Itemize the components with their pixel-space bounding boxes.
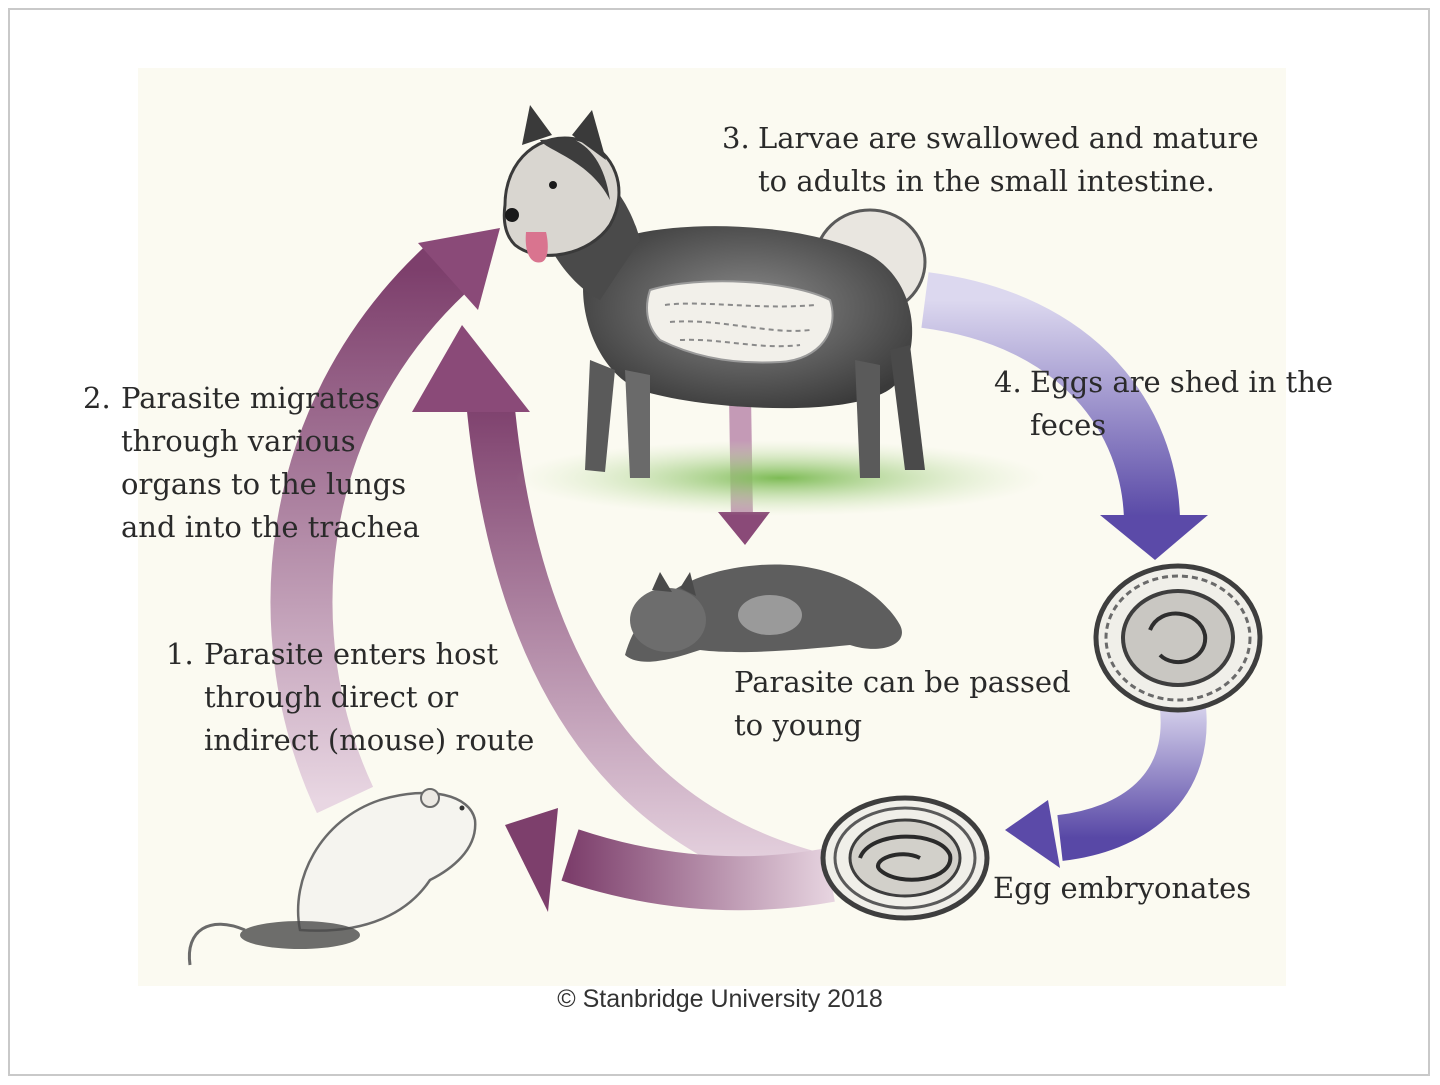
step-3-number: 3. <box>722 121 750 155</box>
dog-icon <box>502 105 927 478</box>
young-note: Parasite can be passed to young <box>734 665 1071 742</box>
step-4-number: 4. <box>994 365 1022 399</box>
arrow-violet-embryonate <box>1005 696 1207 868</box>
step-2-text: Parasite migrates through various organs… <box>121 381 420 544</box>
embryonated-egg-icon <box>820 795 990 921</box>
puppy-icon <box>625 564 902 662</box>
step-4-label: 4. Eggs are shed in the feces <box>994 361 1333 442</box>
step-1-number: 1. <box>166 637 194 671</box>
mouse-icon <box>187 788 477 966</box>
arrow-outer-mauve <box>270 228 500 814</box>
step-3-label: 3. Larvae are swallowed and mature to ad… <box>722 117 1259 198</box>
step-4-text: Eggs are shed in the feces <box>1030 365 1334 442</box>
embryo-note: Egg embryonates <box>993 871 1252 905</box>
step-3-text: Larvae are swallowed and mature to adult… <box>758 121 1259 198</box>
step-1-text: Parasite enters host through direct or i… <box>204 637 535 757</box>
arrow-violet-feces <box>921 272 1208 560</box>
step-2-number: 2. <box>83 381 111 415</box>
step-2-label: 2. Parasite migrates through various org… <box>83 377 420 544</box>
copyright-notice: © Stanbridge University 2018 <box>557 985 883 1013</box>
step-1-label: 1. Parasite enters host through direct o… <box>166 633 534 757</box>
egg-icon <box>1093 563 1263 713</box>
arrow-egg-to-mouse <box>505 808 835 912</box>
